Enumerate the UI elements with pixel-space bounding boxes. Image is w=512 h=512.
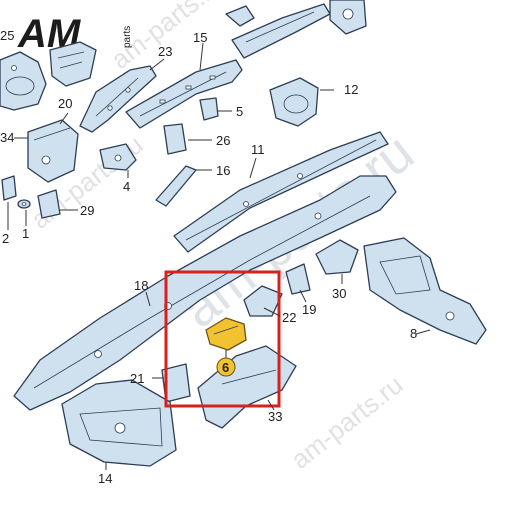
- callout-26[interactable]: 26: [216, 133, 230, 148]
- callout-1[interactable]: 1: [22, 226, 29, 241]
- callout-6-circle: [216, 357, 236, 377]
- part-1-washer[interactable]: [17, 199, 31, 209]
- callout-21[interactable]: 21: [130, 371, 144, 386]
- callout-15[interactable]: 15: [193, 30, 207, 45]
- part-20-bracket[interactable]: [27, 119, 79, 183]
- callout-23[interactable]: 23: [158, 44, 172, 59]
- part-2-nut[interactable]: [1, 175, 17, 201]
- callout-34[interactable]: 34: [0, 130, 14, 145]
- part-5-clip[interactable]: [199, 97, 219, 121]
- callout-8[interactable]: 8: [410, 326, 417, 341]
- callout-5[interactable]: 5: [236, 104, 243, 119]
- logo-sub-text: parts: [122, 26, 133, 48]
- callout-11[interactable]: 11: [251, 142, 265, 157]
- part-11-floor-rail[interactable]: [173, 131, 389, 253]
- part-15-cross-member[interactable]: [125, 59, 243, 129]
- part-25-wheel-housing[interactable]: [0, 51, 47, 111]
- part-19-clip[interactable]: [285, 263, 311, 295]
- callout-2[interactable]: 2: [2, 231, 9, 246]
- part-14-lower-housing[interactable]: [61, 379, 177, 467]
- part-4-bracket[interactable]: [99, 143, 137, 171]
- callout-20[interactable]: 20: [58, 96, 72, 111]
- part-18-main-member[interactable]: [13, 175, 397, 411]
- callout-33[interactable]: 33: [268, 409, 282, 424]
- watermark-bottom: am-parts.ru: [285, 369, 408, 474]
- part-30-bracket[interactable]: [315, 239, 359, 275]
- callout-16[interactable]: 16: [216, 163, 230, 178]
- callout-29[interactable]: 29: [80, 203, 94, 218]
- part-23-side-rail[interactable]: [79, 65, 157, 133]
- callout-14[interactable]: 14: [98, 471, 112, 486]
- part-16-strip[interactable]: [155, 165, 197, 207]
- part-6-highlighted-bracket[interactable]: [205, 317, 247, 351]
- part-8-rear-panel[interactable]: [363, 237, 487, 345]
- top-right-box-bracket[interactable]: [329, 0, 367, 35]
- callout-12[interactable]: 12: [344, 82, 358, 97]
- callout-25[interactable]: 25: [0, 28, 14, 43]
- callouts: 25 23 15 12 20 5 34 26 16 4 11 29 2 1 18…: [0, 28, 417, 486]
- part-26-clip[interactable]: [163, 123, 187, 155]
- callout-18[interactable]: 18: [134, 278, 148, 293]
- selection-box: [164, 270, 281, 408]
- callout-6[interactable]: 6: [222, 360, 229, 375]
- part-29-bracket[interactable]: [37, 189, 61, 219]
- part-12-mount[interactable]: [269, 77, 319, 127]
- callout-30[interactable]: 30: [332, 286, 346, 301]
- upper-longitudinal-rail[interactable]: [225, 3, 331, 59]
- callout-22[interactable]: 22: [282, 310, 296, 325]
- leader-lines: [7, 42, 431, 470]
- callout-4[interactable]: 4: [123, 179, 130, 194]
- callout-19[interactable]: 19: [302, 302, 316, 317]
- part-22-plate[interactable]: [243, 285, 283, 317]
- upper-left-bracket[interactable]: [49, 41, 97, 87]
- callout-6-badge[interactable]: 6: [216, 357, 236, 377]
